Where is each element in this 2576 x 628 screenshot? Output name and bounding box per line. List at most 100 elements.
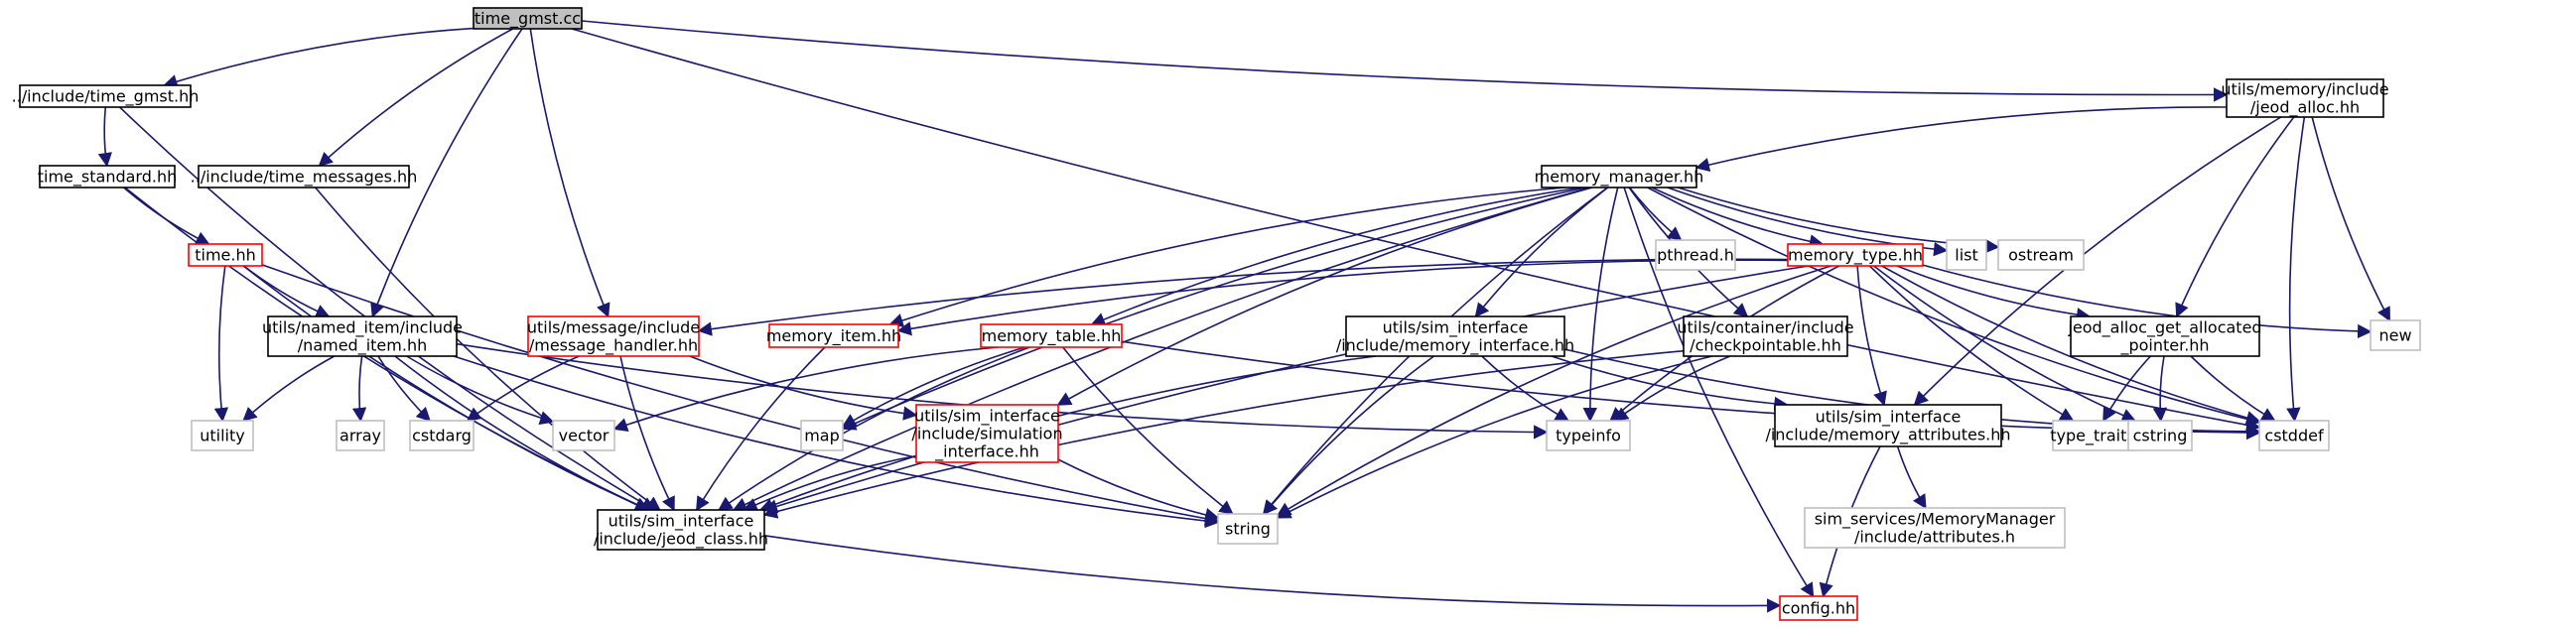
node-utility: utility xyxy=(191,420,254,451)
edge-named_item-to-cstdarg xyxy=(377,355,432,423)
edge-root-to-named_item xyxy=(370,28,523,318)
node-time-hh[interactable]: time.hh xyxy=(188,243,263,267)
node-simulation-interface[interactable]: utils/sim_interface/include/simulation_i… xyxy=(911,404,1063,463)
node-label-line: cstdarg xyxy=(412,427,472,445)
node-time-standard[interactable]: time_standard.hh xyxy=(38,165,177,188)
node-box xyxy=(597,509,765,551)
node-box xyxy=(2226,78,2384,118)
node-map: map xyxy=(800,420,844,451)
node-memory-item[interactable]: memory_item.hh xyxy=(766,323,901,348)
node-array: array xyxy=(336,420,385,451)
node-box xyxy=(527,315,700,357)
node-box xyxy=(1546,420,1631,451)
edge-memory_table-to-vector xyxy=(612,346,999,433)
edge-root-to-time_messages xyxy=(318,28,514,167)
edge-memory_type-to-message_handler xyxy=(697,258,1789,336)
node-box xyxy=(1683,315,1848,357)
node-cstring: cstring xyxy=(2127,420,2193,451)
node-label-line: utils/message/include xyxy=(527,318,700,337)
node-root[interactable]: time_gmst.cc xyxy=(473,7,583,30)
edge-named_item-to-array xyxy=(351,355,367,423)
node-jeod-alloc-get[interactable]: jeod_alloc_get_allocated_pointer.hh xyxy=(2067,315,2262,357)
edge-memory_manager-to-pthread xyxy=(1629,187,1683,241)
node-box xyxy=(1946,239,1987,271)
node-box xyxy=(198,165,410,188)
node-memory-type[interactable]: memory_type.hh xyxy=(1787,243,1924,267)
edge-memory_manager-to-config xyxy=(1623,187,1815,598)
edge-memory_attributes-to-attributes_h xyxy=(1896,445,1927,510)
node-label-line: time.hh xyxy=(195,246,256,265)
node-box xyxy=(768,323,899,348)
node-box xyxy=(1997,239,2085,271)
node-label-line: cstddef xyxy=(2264,427,2324,445)
node-label-line: utils/sim_interface xyxy=(914,407,1060,427)
edge-jeod_alloc-to-memory_attributes xyxy=(1913,116,2282,407)
node-jeod-alloc[interactable]: utils/memory/include/jeod_alloc.hh xyxy=(2221,78,2389,118)
edge-time_gmst_hh-to-time_standard xyxy=(97,106,112,168)
node-label-line: _interface.hh xyxy=(934,442,1039,462)
node-type-traits: type_traits xyxy=(2050,420,2135,451)
node-label-line: memory_manager.hh xyxy=(1535,168,1704,188)
node-label-line: /checkpointable.hh xyxy=(1690,336,1841,355)
edge-time_hh-to-jeod_class xyxy=(242,265,650,512)
node-box xyxy=(2258,420,2330,451)
edge-memory_manager-to-memory_item xyxy=(888,187,1565,327)
edge-checkpointable-to-jeod_class xyxy=(762,349,1685,519)
edge-memory_manager-to-memory_type xyxy=(1651,187,1825,249)
edge-jeod_alloc-to-new xyxy=(2311,116,2391,322)
node-label-line: _pointer.hh xyxy=(2119,336,2209,356)
edge-memory_manager-to-map xyxy=(841,187,1586,431)
node-checkpointable[interactable]: utils/container/include/checkpointable.h… xyxy=(1677,315,1854,357)
node-memory-attributes[interactable]: utils/sim_interface/include/memory_attri… xyxy=(1765,404,2011,447)
edge-memory_type-to-type_traits xyxy=(1868,265,2075,422)
edge-memory_table-to-string xyxy=(1062,346,1234,515)
node-cstdarg: cstdarg xyxy=(409,420,475,451)
node-box xyxy=(800,420,844,451)
node-box xyxy=(19,84,192,108)
node-label-line: /jeod_alloc.hh xyxy=(2250,98,2360,118)
edge-message_handler-to-simulation_interface xyxy=(689,355,918,421)
node-label-line: sim_services/MemoryManager xyxy=(1815,510,2056,530)
edge-checkpointable-to-string xyxy=(1276,355,1712,519)
edge-memory_manager-to-memory_interface xyxy=(1474,187,1609,318)
edge-memory_manager-to-memory_table xyxy=(1090,187,1580,326)
node-box xyxy=(1655,239,1736,271)
edge-memory_type-to-new xyxy=(1922,264,2373,339)
node-box xyxy=(1787,243,1924,267)
node-cstddef: cstddef xyxy=(2258,420,2330,451)
node-box xyxy=(2070,315,2260,357)
node-named-item[interactable]: utils/named_item/include/named_item.hh xyxy=(262,315,463,357)
edge-memory_table-to-map xyxy=(841,346,1025,428)
node-label-line: map xyxy=(804,427,840,445)
node-config[interactable]: config.hh xyxy=(1779,595,1858,621)
edge-memory_manager-to-typeinfo xyxy=(1582,187,1619,423)
edge-named_item-to-vector xyxy=(406,355,555,426)
node-label-line: utils/sim_interface xyxy=(1816,408,1962,428)
edge-memory_type-to-cstddef xyxy=(1881,265,2261,426)
node-time-messages[interactable]: ../include/time_messages.hh xyxy=(191,165,418,188)
node-label-line: /include/jeod_class.hh xyxy=(594,530,768,550)
edge-memory_interface-to-typeinfo xyxy=(1481,355,1570,422)
node-label-line: utils/container/include xyxy=(1677,318,1853,337)
edge-memory_manager-to-cstddef xyxy=(1647,187,2261,427)
node-label-line: ../include/time_messages.hh xyxy=(191,168,418,188)
node-message-handler[interactable]: utils/message/include/message_handler.hh xyxy=(527,315,700,357)
edge-time_hh-to-utility xyxy=(213,265,229,423)
edge-memory_type-to-jeod_alloc_get xyxy=(1896,265,2092,322)
node-label-line: cstring xyxy=(2133,427,2188,445)
node-time-gmst-hh[interactable]: ../include/time_gmst.hh xyxy=(12,84,200,108)
edge-memory_type-to-memory_attributes xyxy=(1856,265,1887,407)
edge-time_messages-to-jeod_class xyxy=(315,187,661,511)
node-label-line: /include/memory_attributes.hh xyxy=(1765,426,2010,445)
node-memory-table[interactable]: memory_table.hh xyxy=(980,323,1123,348)
node-memory-manager[interactable]: memory_manager.hh xyxy=(1535,165,1704,188)
node-box xyxy=(191,420,254,451)
node-typeinfo: typeinfo xyxy=(1546,420,1631,451)
node-label-line: memory_table.hh xyxy=(982,326,1122,346)
node-jeod-class[interactable]: utils/sim_interface/include/jeod_class.h… xyxy=(594,509,768,551)
edge-message_handler-to-cstdarg xyxy=(466,355,580,422)
node-label-line: type_traits xyxy=(2050,427,2134,446)
node-box xyxy=(1774,404,2002,447)
node-memory-interface[interactable]: utils/sim_interface/include/memory_inter… xyxy=(1336,315,1574,357)
